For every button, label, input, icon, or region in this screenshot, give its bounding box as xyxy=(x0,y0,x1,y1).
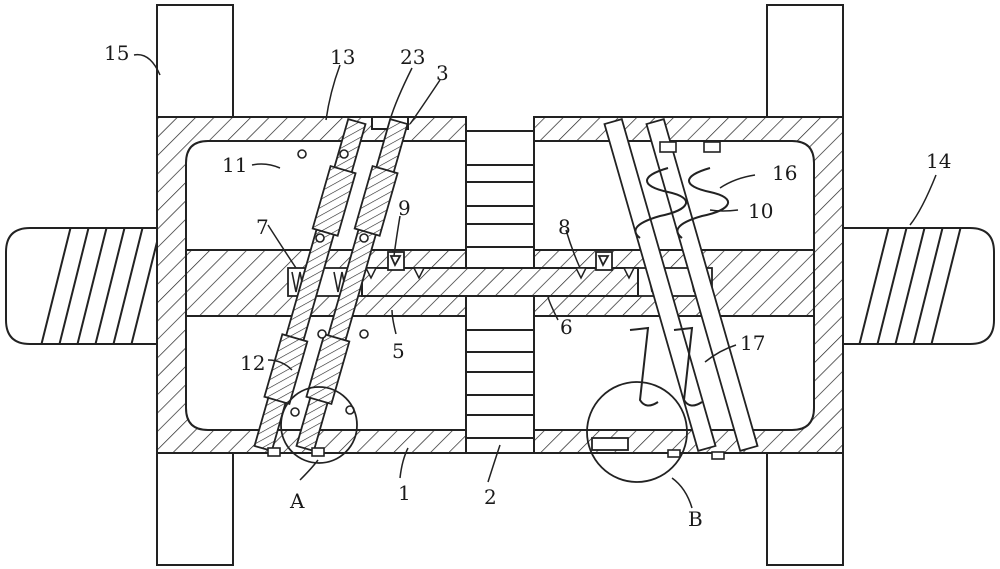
hook-handles-right xyxy=(629,326,703,407)
rod-tips-right xyxy=(667,449,725,460)
label-14: 14 xyxy=(926,149,951,173)
label-a: A xyxy=(289,489,305,513)
rod-caps-right xyxy=(659,141,721,153)
label-2: 2 xyxy=(484,485,497,509)
detail-circle-b xyxy=(586,381,688,483)
label-16: 16 xyxy=(772,161,797,185)
stop-block-left xyxy=(387,251,405,271)
slide-bar xyxy=(361,267,639,297)
leader-lines xyxy=(133,53,937,509)
label-1: 1 xyxy=(398,481,411,505)
part-labels: 15 13 23 3 11 9 7 8 16 10 14 6 5 12 17 A… xyxy=(104,41,951,531)
label-13: 13 xyxy=(330,45,355,69)
label-17: 17 xyxy=(740,331,765,355)
slanted-rod-left-1 xyxy=(253,117,367,453)
rod-tips-left xyxy=(267,447,325,457)
label-9: 9 xyxy=(398,196,411,220)
slanted-rod-left-2 xyxy=(295,117,409,453)
detail-circle-a xyxy=(280,386,358,464)
slanted-rod-right-2 xyxy=(645,117,759,453)
label-12: 12 xyxy=(240,351,265,375)
label-3: 3 xyxy=(436,61,449,85)
vertical-post-left xyxy=(156,4,234,566)
label-15: 15 xyxy=(104,41,129,65)
bar-notches xyxy=(364,267,636,280)
coil-springs-right xyxy=(634,167,730,239)
bottom-slot xyxy=(591,437,629,451)
label-6: 6 xyxy=(560,315,573,339)
label-23: 23 xyxy=(400,45,425,69)
stop-block-right xyxy=(595,251,613,271)
label-5: 5 xyxy=(392,339,405,363)
label-8: 8 xyxy=(558,215,571,239)
threaded-knob-right xyxy=(839,227,995,345)
label-11: 11 xyxy=(222,153,247,177)
label-7: 7 xyxy=(256,215,269,239)
label-10: 10 xyxy=(748,199,773,223)
vertical-post-right xyxy=(766,4,844,566)
label-b: B xyxy=(688,507,703,531)
threaded-knob-left xyxy=(5,227,161,345)
rod-pins-left xyxy=(290,149,369,417)
